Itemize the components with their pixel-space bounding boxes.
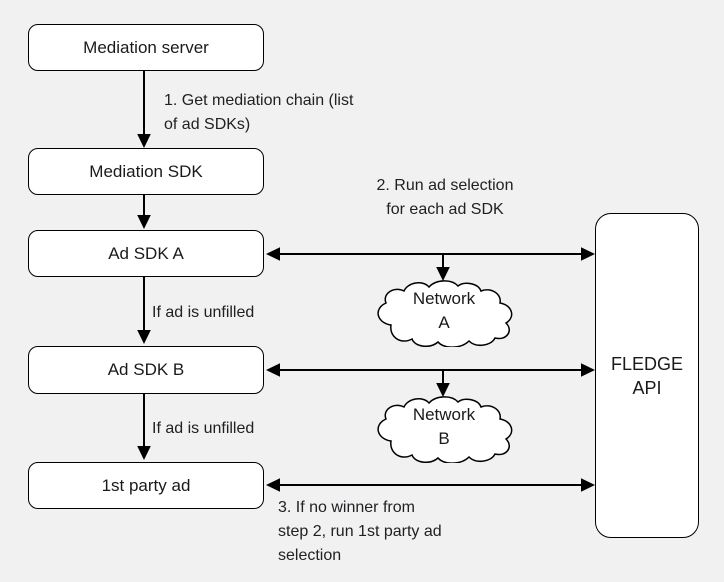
annotation-step3-line2: step 2, run 1st party ad [278,523,442,540]
annotation-step1-line2: of ad SDKs) [164,116,251,133]
cloud-network-b: Network B [369,395,519,463]
node-ad-sdk-a: Ad SDK A [28,230,264,277]
cloud-network-a-line2: A [438,313,450,332]
annotation-step3-line1: 3. If no winner from [278,499,415,516]
annotation-step2-line2: for each ad SDK [386,201,504,218]
node-first-party-ad-label: 1st party ad [101,475,191,495]
annotation-step2: 2. Run ad selection for each ad SDK [362,174,528,222]
cloud-network-b-line2: B [438,429,450,448]
node-mediation-server: Mediation server [28,24,264,71]
annotation-unfilled-b: If ad is unfilled [152,420,255,437]
annotation-step2-line1: 2. Run ad selection [376,177,514,194]
node-fledge-api-label-line2: API [632,377,662,398]
cloud-network-b-label: Network B [369,403,519,451]
node-ad-sdk-b-label: Ad SDK B [107,360,185,379]
annotation-unfilled-a: If ad is unfilled [152,304,255,321]
annotation-step3: 3. If no winner from step 2, run 1st par… [278,496,442,568]
cloud-network-a: Network A [369,279,519,347]
node-mediation-sdk: Mediation SDK [28,148,264,195]
node-fledge-api-label-line1: FLEDGE [610,353,684,374]
annotation-step3-line3: selection [278,547,342,564]
annotation-step1: 1. Get mediation chain (list of ad SDKs) [164,89,353,137]
node-ad-sdk-b: Ad SDK B [28,346,264,394]
node-first-party-ad: 1st party ad [28,462,264,509]
node-fledge-api: FLEDGE API [595,213,699,538]
cloud-network-a-line1: Network [412,289,476,308]
arrowheads [137,134,595,492]
annotation-step1-line1: 1. Get mediation chain (list [164,92,354,109]
node-ad-sdk-a-label: Ad SDK A [108,243,184,263]
cloud-network-b-line1: Network [412,405,476,424]
cloud-shape-icon [377,280,513,347]
cloud-shape-icon [377,396,513,463]
node-mediation-server-label: Mediation server [83,37,209,57]
node-mediation-sdk-label: Mediation SDK [89,161,203,181]
cloud-network-a-label: Network A [369,287,519,335]
